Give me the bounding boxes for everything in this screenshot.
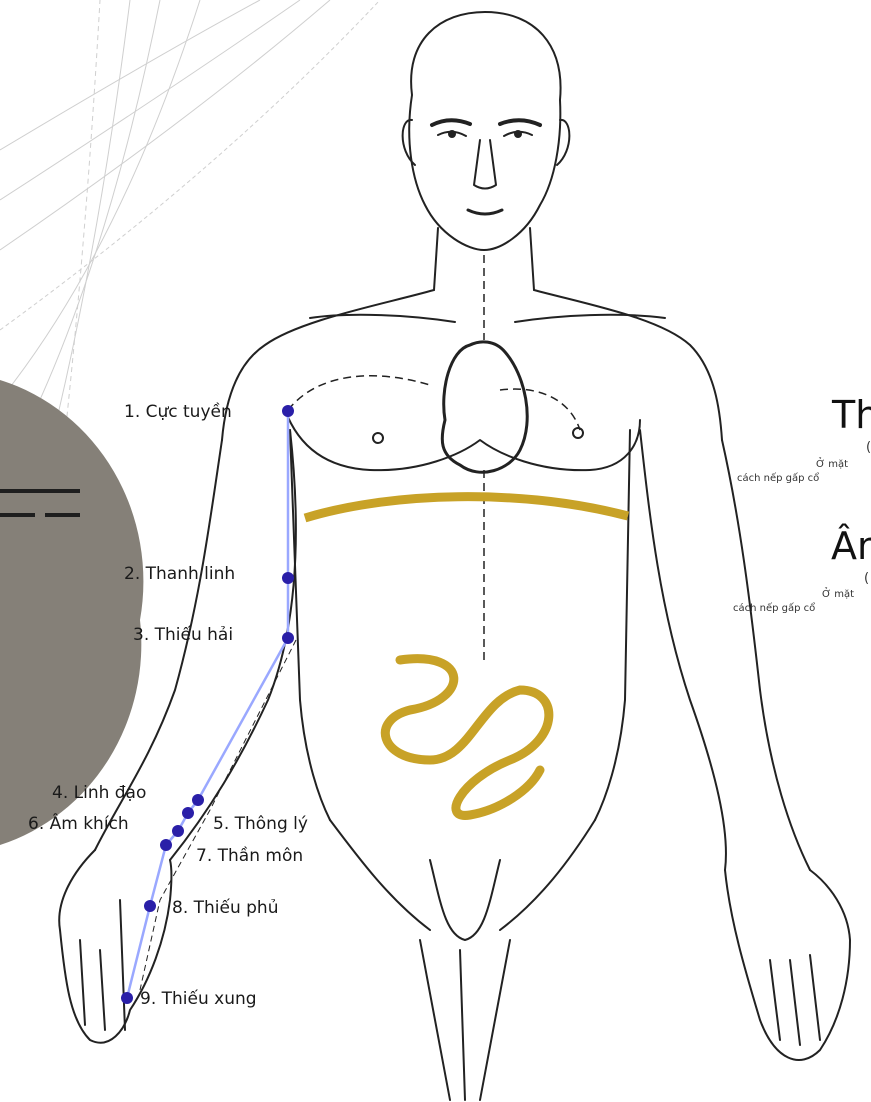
side-title-2: Âm [831, 527, 871, 565]
grey-disc [0, 380, 143, 845]
intestine-organ [385, 659, 549, 816]
point-8-dot [144, 900, 156, 912]
side-desc-1a: Ở mặt [816, 460, 848, 470]
side-desc-2a: Ở mặt [822, 590, 854, 600]
point-label-2: 2. Thanh linh [124, 566, 235, 583]
point-3-dot [282, 632, 294, 644]
point-label-3: 3. Thiếu hải [133, 627, 233, 644]
point-label-6: 6. Âm khích [28, 816, 129, 833]
point-label-8: 8. Thiếu phủ [172, 900, 278, 917]
point-2-dot [282, 572, 294, 584]
body-figure [59, 12, 850, 1100]
side-title-1: Th [832, 396, 871, 434]
side-desc-1b: cách nếp gấp cổ [737, 474, 819, 484]
diaphragm-band [305, 497, 628, 518]
point-label-9: 9. Thiếu xung [140, 991, 257, 1008]
point-label-4: 4. Linh đạo [52, 785, 146, 802]
side-paren-1: ( [866, 441, 871, 454]
side-paren-2: ( [864, 572, 869, 585]
heart-organ [442, 342, 527, 472]
side-desc-2b: cách nếp gấp cổ [733, 604, 815, 614]
point-label-1: 1. Cực tuyền [124, 404, 232, 421]
point-1-dot [282, 405, 294, 417]
point-9-dot [121, 992, 133, 1004]
point-5-dot [182, 807, 194, 819]
point-6-dot [172, 825, 184, 837]
point-label-7: 7. Thần môn [196, 848, 303, 865]
point-7-dot [160, 839, 172, 851]
point-4-dot [192, 794, 204, 806]
point-label-5: 5. Thông lý [213, 816, 308, 833]
